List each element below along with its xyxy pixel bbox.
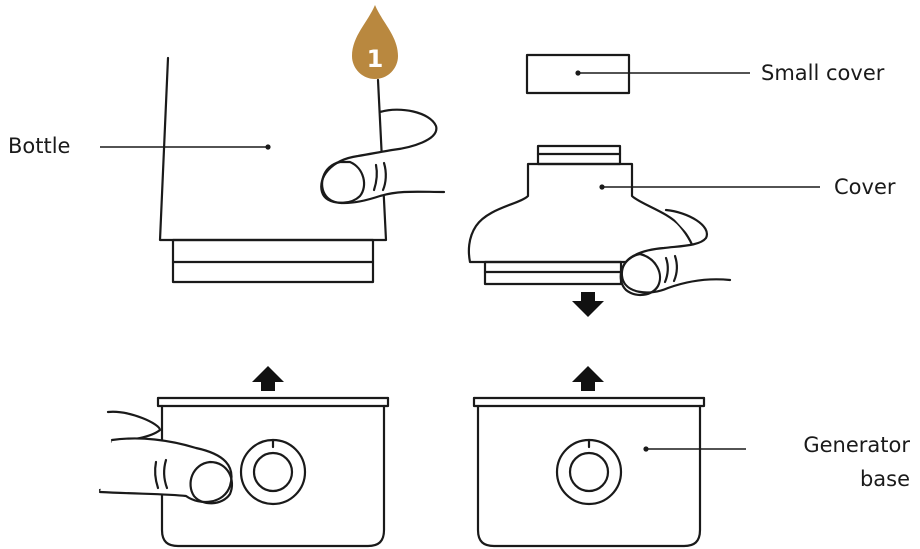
cover-leader-dot (599, 184, 605, 190)
generator-base-label-line2: base (860, 467, 910, 491)
arrow-up-icon (252, 366, 284, 391)
small-cover (525, 53, 631, 95)
small-cover-label: Small cover (761, 61, 885, 85)
finger-icon (619, 208, 732, 296)
droplet-icon (352, 5, 398, 79)
generator-base-label-line1: Generator (803, 433, 910, 457)
arrow-up-icon (572, 366, 604, 391)
bottle-label: Bottle (8, 134, 70, 158)
step-number: 1 (367, 45, 384, 73)
finger-icon (98, 410, 234, 505)
arrow-down-icon (572, 292, 604, 317)
generator-base-right (472, 396, 706, 548)
bottle-leader-dot (265, 144, 271, 150)
small-cover-leader-dot (575, 70, 581, 76)
bottle-body (158, 56, 388, 242)
generator-base-left (156, 396, 390, 548)
cover (467, 144, 698, 286)
step-badge: 1 (352, 5, 398, 79)
cover-label: Cover (834, 175, 896, 199)
generator-base-leader-dot (643, 446, 649, 452)
finger-icon (320, 108, 446, 205)
